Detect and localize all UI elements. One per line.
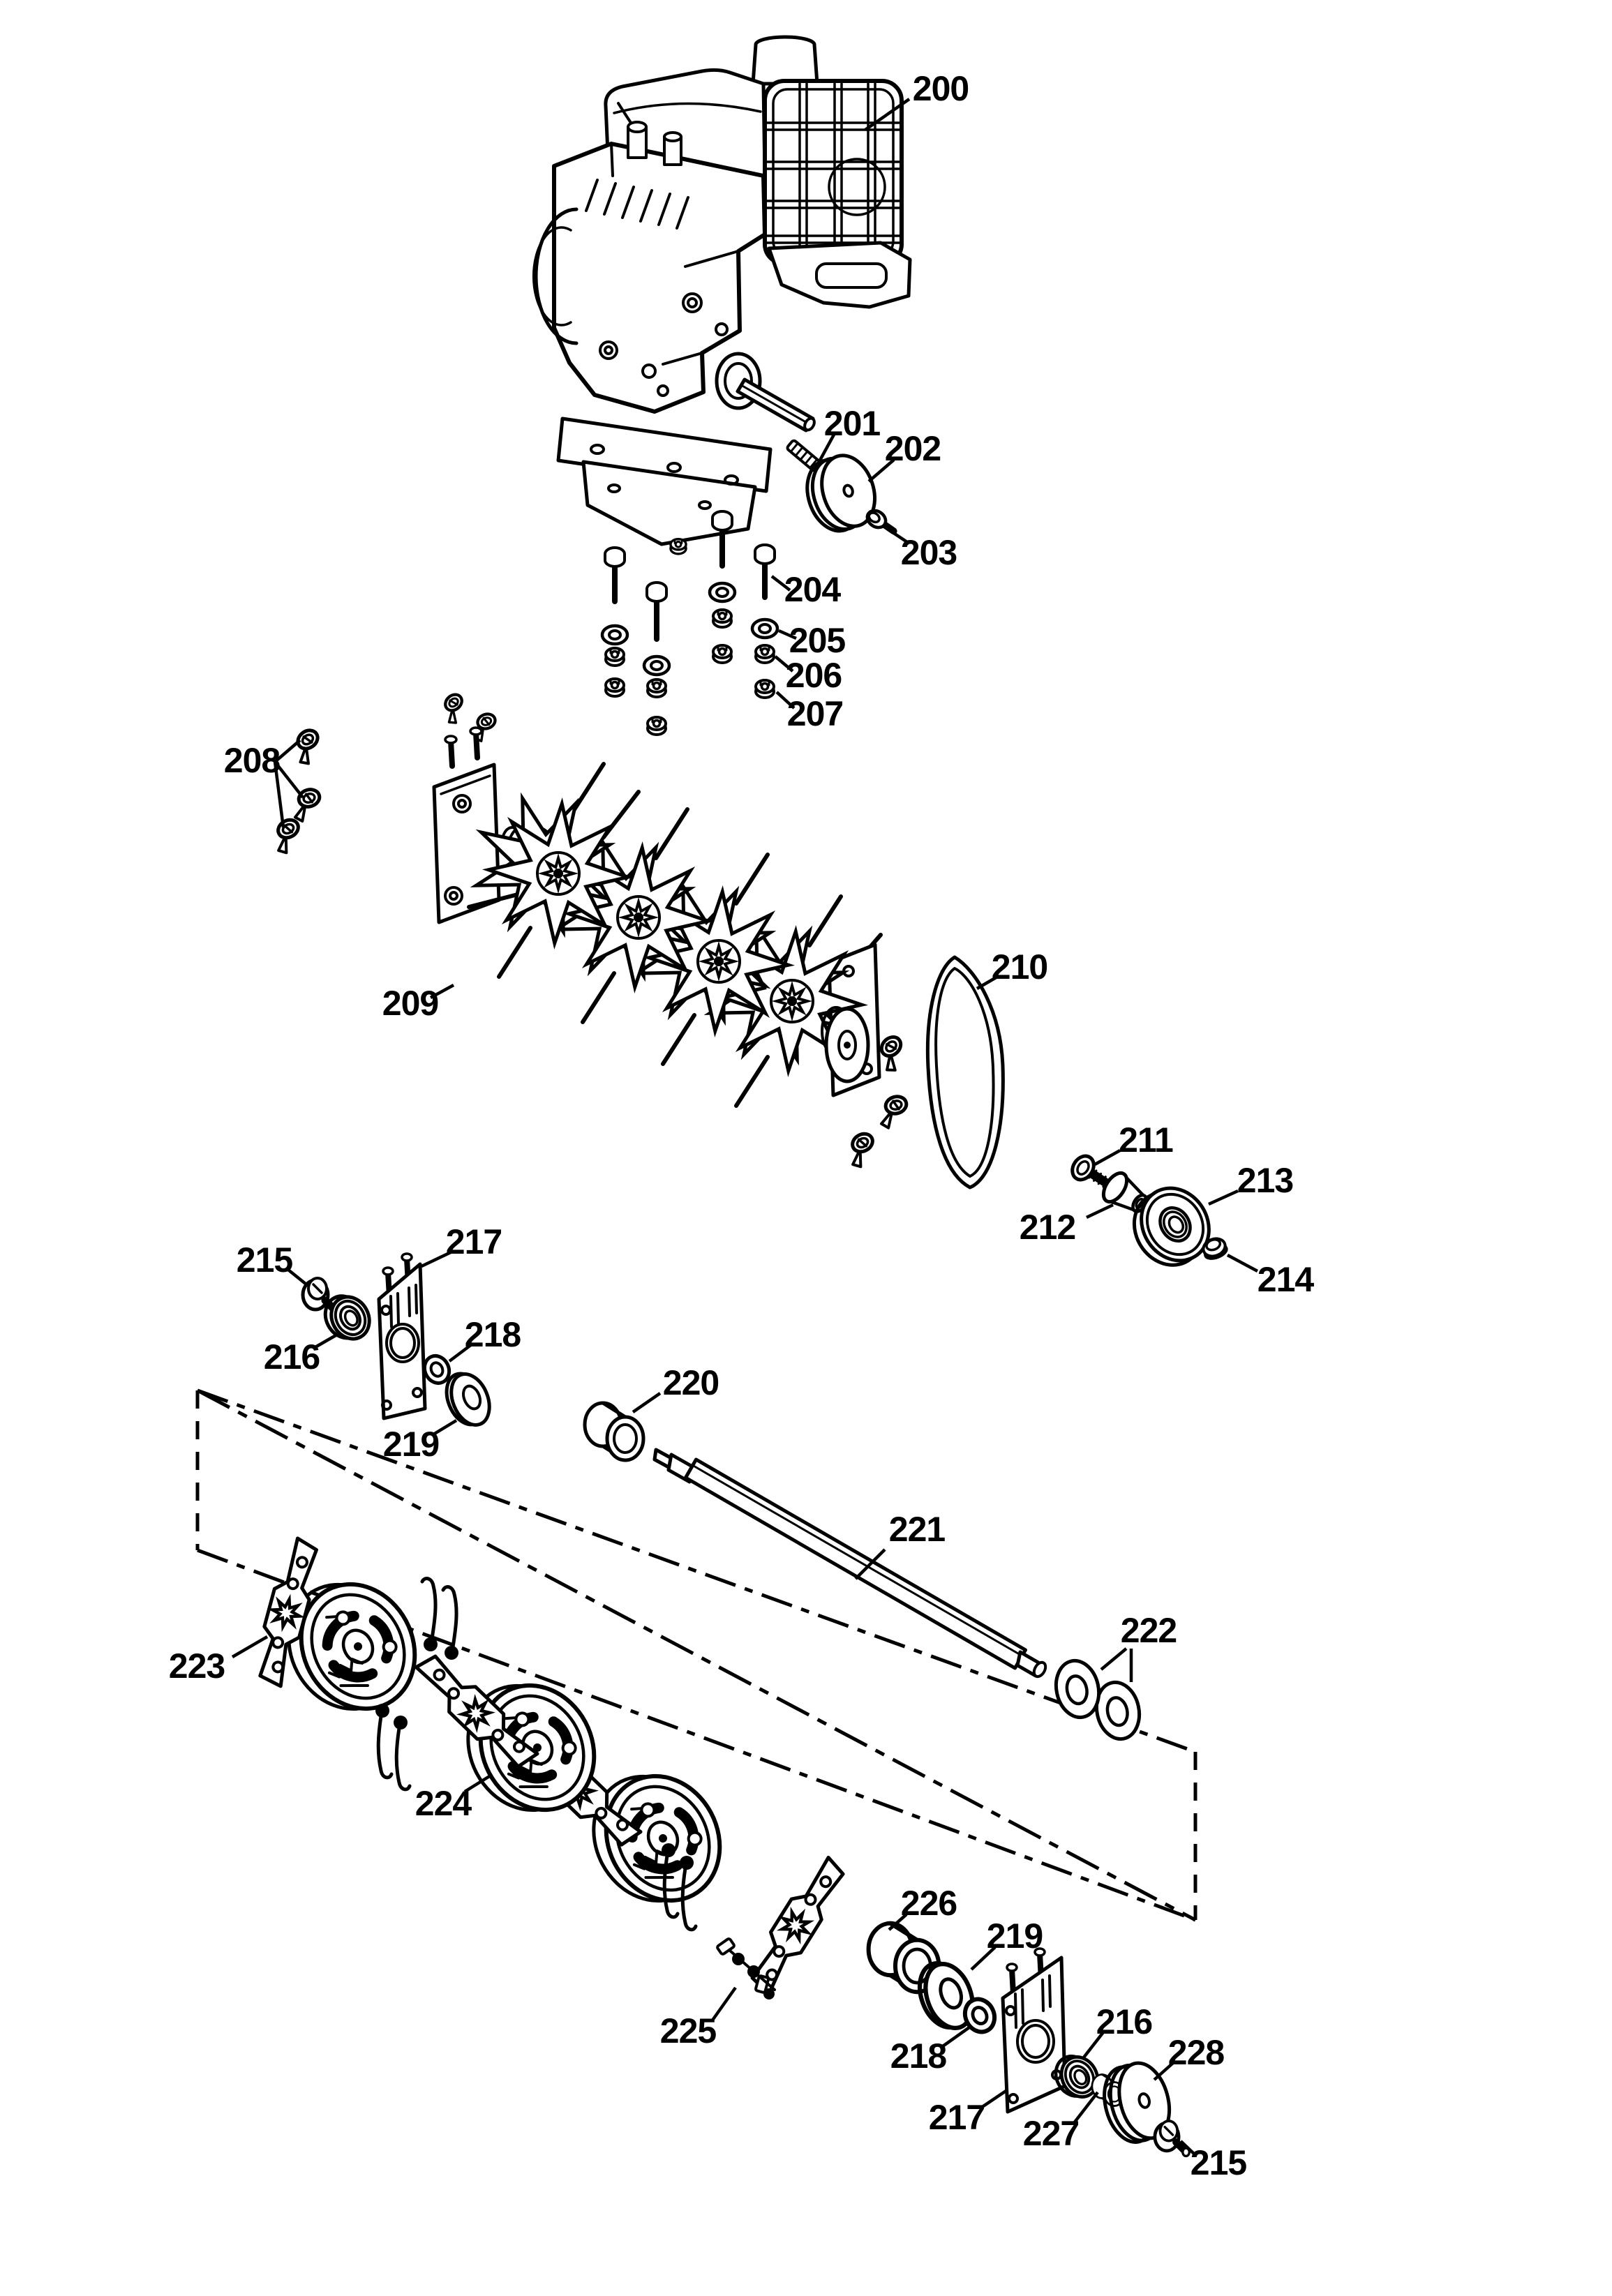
leader-line-215 <box>287 1268 308 1286</box>
leader-line-217 <box>980 2089 1008 2109</box>
axis-center-line <box>196 1388 1197 1922</box>
part-label-211: 211 <box>1119 1120 1174 1160</box>
engine-illustration <box>532 35 912 555</box>
part-label-218-b: 218 <box>890 2036 947 2076</box>
bolt <box>604 546 626 604</box>
leader-line-205 <box>778 629 797 640</box>
part-label-221: 221 <box>888 1510 946 1549</box>
pulley-213 <box>1132 1186 1211 1267</box>
part-label-225: 225 <box>659 2011 717 2050</box>
part-label-214: 214 <box>1257 1260 1314 1299</box>
part-label-200: 200 <box>912 69 969 108</box>
leader-line-225 <box>710 1986 737 2023</box>
leader-line-219 <box>970 1946 997 1971</box>
leader-line-221 <box>854 1548 886 1580</box>
part-label-216-b: 216 <box>1096 2002 1153 2041</box>
shaft-221 <box>652 1448 1047 1679</box>
part-label-209: 209 <box>382 984 439 1023</box>
part-label-215: 215 <box>236 1240 293 1280</box>
leader-line-214 <box>1226 1254 1259 1273</box>
leader-line-217 <box>421 1250 451 1268</box>
nut-206 <box>754 644 775 664</box>
part-label-205: 205 <box>789 621 846 660</box>
engine-base-nut <box>669 537 687 555</box>
leader-line-209 <box>429 984 455 999</box>
part-label-212: 212 <box>1019 1208 1076 1247</box>
leader-line-207 <box>775 691 796 710</box>
part-label-208: 208 <box>223 741 281 780</box>
part-label-228: 228 <box>1167 2033 1225 2072</box>
part-label-201: 201 <box>823 404 881 443</box>
screw-215-bottom <box>1155 2121 1189 2156</box>
leader-line-208 <box>274 739 301 763</box>
leader-line-213 <box>1208 1189 1239 1206</box>
washer-205 <box>752 620 777 638</box>
part-label-224: 224 <box>415 1784 472 1823</box>
part-label-217: 217 <box>445 1222 502 1261</box>
leader-line-208 <box>274 760 304 799</box>
part-label-217-b: 217 <box>928 2098 985 2137</box>
nut-207 <box>754 679 775 699</box>
clutch-blade-stack <box>252 1536 850 1999</box>
plate-217-top <box>377 1252 427 1420</box>
leader-line-223 <box>231 1635 269 1658</box>
part-label-226: 226 <box>900 1884 957 1923</box>
bolt <box>711 510 733 569</box>
leader-line-218 <box>941 2026 971 2048</box>
bolt-203 <box>865 509 897 535</box>
part-label-218: 218 <box>464 1315 521 1354</box>
part-label-207: 207 <box>786 694 844 733</box>
leader-line-203 <box>889 530 911 545</box>
leader-line-220 <box>632 1392 662 1413</box>
leader-line-215 <box>1179 2140 1197 2156</box>
leader-line-222 <box>1100 1647 1128 1671</box>
tine-drum-209 <box>432 726 883 1108</box>
leader-line-211 <box>1094 1149 1121 1166</box>
leader-line-218 <box>448 1343 473 1363</box>
bolt <box>645 581 668 642</box>
pulley-202 <box>805 453 876 533</box>
leader-line-226 <box>888 1913 908 1931</box>
belt-210 <box>925 955 1005 1190</box>
part-label-223: 223 <box>168 1646 225 1686</box>
leader-line-219 <box>432 1419 458 1436</box>
nut-214 <box>1202 1237 1228 1260</box>
leader-line-206 <box>774 655 794 673</box>
washers-222 <box>1054 1658 1142 1741</box>
leader-line-216 <box>1082 2031 1105 2059</box>
leader-line-228 <box>1153 2062 1174 2081</box>
part-label-202: 202 <box>884 429 941 468</box>
drum-tines-spikes <box>467 762 883 1108</box>
part-label-215-b: 215 <box>1190 2143 1247 2182</box>
part-label-210: 210 <box>991 947 1048 986</box>
clutch-drum <box>572 1751 741 1926</box>
bolt-204 <box>754 543 776 600</box>
retainer-pins-225 <box>375 1578 776 1999</box>
part-label-213: 213 <box>1237 1161 1294 1200</box>
leader-line-212 <box>1086 1203 1114 1220</box>
leader-line-204 <box>770 575 791 592</box>
leader-line-224 <box>463 1774 492 1793</box>
leader-line-208 <box>273 761 285 828</box>
leader-line-201 <box>816 433 835 467</box>
part-label-220: 220 <box>662 1363 719 1402</box>
part-label-222: 222 <box>1120 1611 1177 1650</box>
part-label-227: 227 <box>1022 2114 1080 2153</box>
plate-217-bottom <box>1001 1947 1067 2114</box>
part-label-219: 219 <box>382 1425 440 1464</box>
fastener-columns <box>602 510 777 736</box>
part-label-204: 204 <box>784 570 841 609</box>
part-label-206: 206 <box>785 656 842 695</box>
part-label-216: 216 <box>263 1337 320 1376</box>
part-label-219-b: 219 <box>986 1916 1043 1956</box>
assembly-boundary-dashed <box>195 1388 1197 1922</box>
leader-line-227 <box>1073 2091 1099 2124</box>
leader-line-216 <box>313 1333 338 1349</box>
leader-line-200 <box>864 98 911 131</box>
part-label-203: 203 <box>900 533 957 572</box>
leader-line-202 <box>867 458 895 483</box>
leader-lines-layer <box>231 98 1259 2156</box>
leader-line-210 <box>976 975 1000 990</box>
